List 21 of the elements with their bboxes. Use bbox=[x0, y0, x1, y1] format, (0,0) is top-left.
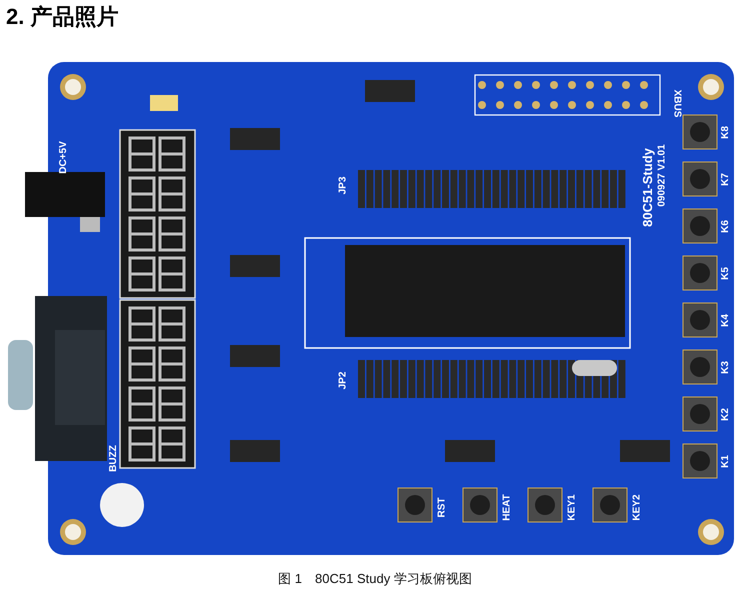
silkscreen-label: BUZZ bbox=[107, 444, 118, 472]
silkscreen-label: RST bbox=[436, 497, 448, 517]
figure-caption: 图 1 80C51 Study 学习板俯视图 bbox=[277, 570, 473, 588]
silkscreen-label: K8 bbox=[719, 126, 730, 138]
silkscreen-label: DC+5V bbox=[57, 140, 68, 174]
silkscreen-label: K3 bbox=[719, 360, 730, 374]
silkscreen-label: K6 bbox=[719, 220, 730, 232]
silkscreen-label: K2 bbox=[719, 408, 730, 420]
silkscreen-label: K5 bbox=[719, 266, 730, 280]
silkscreen-label: 090927 V1.01 bbox=[656, 144, 668, 206]
silkscreen-label: JP2 bbox=[337, 371, 348, 389]
silkscreen-label: K1 bbox=[719, 454, 730, 468]
silkscreen-label: K7 bbox=[719, 172, 730, 186]
silkscreen-label: KEY2 bbox=[632, 494, 643, 520]
silkscreen-label: K4 bbox=[719, 314, 730, 326]
silkscreen-label: 80C51-Study bbox=[641, 148, 652, 226]
silkscreen-label: KEY1 bbox=[566, 494, 578, 520]
silkscreen-label: HEAT bbox=[502, 494, 513, 520]
silkscreen-label: XBUS bbox=[671, 89, 682, 117]
page-heading: 2. 产品照片 bbox=[6, 3, 118, 31]
silkscreen-label: JP3 bbox=[337, 176, 348, 194]
